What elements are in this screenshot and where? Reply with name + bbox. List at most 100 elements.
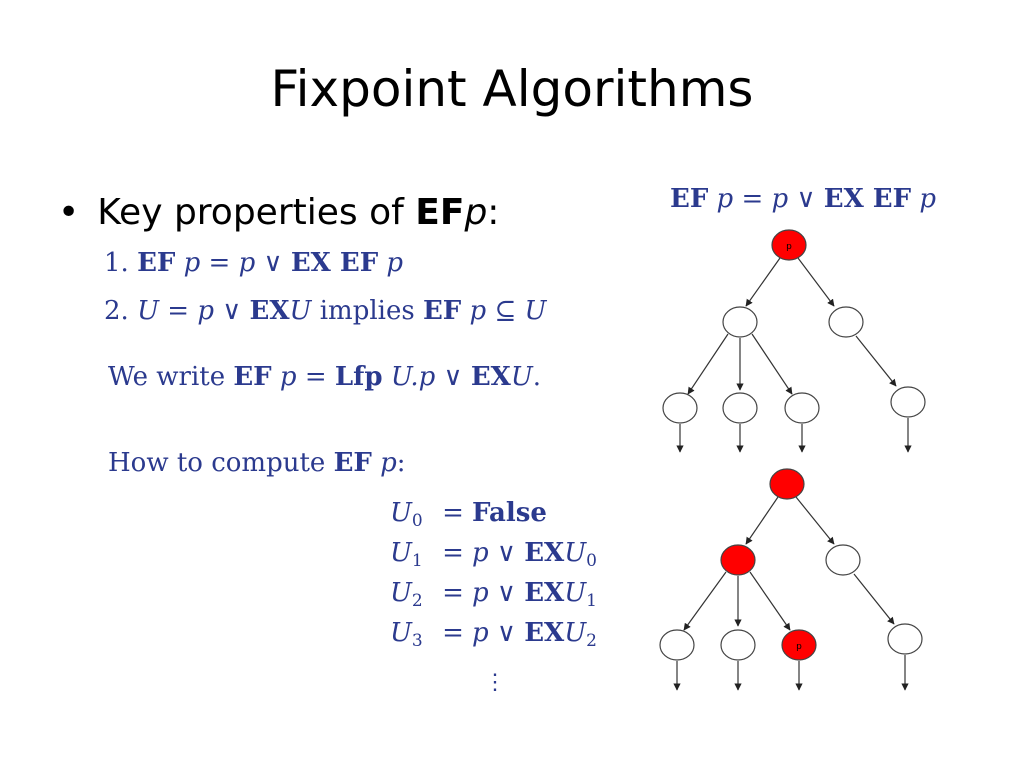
top-edge-r-rr (855, 335, 897, 387)
bullet-p: p (464, 192, 488, 233)
iteration-u1-p: p (472, 538, 489, 568)
iteration-u3-p: p (472, 618, 489, 648)
we-write-u2: U (510, 362, 533, 392)
bottom-edge-root-left (745, 496, 779, 545)
bottom-left-node (720, 544, 756, 576)
property-1-p2: p (238, 248, 256, 278)
iteration-u3-eq: = (442, 618, 464, 648)
diagram-heading-p3: p (919, 184, 936, 214)
how-to-ef: EF (333, 448, 372, 478)
property-1-eq: = (208, 248, 231, 278)
we-write-line: We write EF p = Lfp U.p ∨ EXU. (108, 362, 541, 392)
property-2-p2: p (469, 296, 487, 326)
iteration-u3-ex: EX (524, 618, 565, 648)
iteration-u2-idx: 2 (411, 591, 423, 611)
top-edge-l-ll (687, 333, 729, 395)
bullet-colon: : (487, 192, 500, 233)
property-2-u2: U (289, 296, 312, 326)
top-root-label: p (786, 242, 792, 252)
top-edge-root-right (797, 257, 835, 307)
iteration-u2-sym: U (390, 578, 412, 608)
we-write-ex: EX (470, 362, 511, 392)
how-to-suffix: : (396, 448, 406, 478)
we-write-p: p (279, 362, 297, 392)
vdots: ⋮ (484, 670, 506, 695)
bottom-leaf-2 (720, 629, 756, 661)
bottom-right-node (825, 544, 861, 576)
top-edge-root-left (745, 257, 781, 307)
diagram-heading: EF p = p ∨ EX EF p (670, 184, 936, 214)
bottom-leaf-label: p (796, 642, 802, 652)
property-2-number: 2. (104, 296, 129, 326)
how-to-compute-line: How to compute EF p: (108, 448, 406, 478)
iteration-u1-idx: 1 (411, 551, 423, 571)
top-leaf-3 (784, 392, 820, 424)
property-1: 1. EF p = p ∨ EX EF p (104, 248, 403, 278)
iteration-u2-u: U (564, 578, 587, 608)
iteration-u2-uidx: 1 (586, 591, 597, 611)
property-1-p3: p (386, 248, 404, 278)
bottom-tree (673, 496, 909, 691)
bullet-key-properties: •Key properties of EFp: (58, 192, 499, 233)
property-1-ef: EF (137, 248, 176, 278)
iteration-u3: U3=p ∨ EXU2 (390, 618, 597, 651)
bottom-root-node (769, 468, 805, 500)
iteration-u0-eq: = (442, 498, 464, 528)
how-to-p: p (380, 448, 397, 478)
bullet-dot: • (58, 192, 80, 233)
property-2-u3: U (524, 296, 547, 326)
bottom-leaf-3 (781, 629, 817, 661)
we-write-dotp: .p (410, 362, 436, 392)
we-write-or: ∨ (443, 362, 463, 392)
iteration-u1-or: ∨ (496, 538, 516, 568)
property-2-implies: implies (319, 296, 415, 326)
top-tree (676, 257, 912, 453)
property-1-p: p (183, 248, 201, 278)
iteration-u2-ex: EX (524, 578, 565, 608)
diagram-heading-or: ∨ (796, 184, 816, 214)
how-to-prefix: How to compute (108, 448, 334, 478)
iteration-u1: U1=p ∨ EXU0 (390, 538, 597, 571)
bottom-leaf-1 (659, 629, 695, 661)
we-write-end: . (532, 362, 542, 392)
top-tree-nodes (662, 229, 926, 424)
iteration-u0-false: False (472, 498, 547, 528)
bottom-edge-r-rr (853, 573, 895, 625)
iteration-u0: U0 = False (390, 498, 547, 531)
property-2-ex: EX (249, 296, 290, 326)
diagram-heading-ef: EF (670, 184, 709, 214)
diagram-heading-p2: p (771, 184, 789, 214)
diagram-heading-eq: = (741, 184, 764, 214)
top-edge-l-lr (751, 333, 793, 395)
top-root-node (771, 229, 807, 261)
bottom-tree-nodes (659, 468, 923, 661)
iteration-u1-eq: = (442, 538, 464, 568)
iteration-u3-u: U (564, 618, 587, 648)
iteration-u3-sym: U (390, 618, 412, 648)
property-2-p: p (197, 296, 214, 326)
iteration-u0-idx: 0 (411, 511, 423, 531)
iteration-u2: U2=p ∨ EXU1 (390, 578, 597, 611)
iteration-u0-sym: U (390, 498, 412, 528)
we-write-ef: EF (233, 362, 272, 392)
bullet-text: Key properties of (97, 192, 416, 233)
we-write-u: U (390, 362, 411, 392)
iteration-u3-uidx: 2 (586, 631, 597, 651)
slide-title: Fixpoint Algorithms (270, 60, 754, 118)
property-1-number: 1. (104, 248, 129, 278)
property-2-ef: EF (422, 296, 462, 326)
iteration-u2-p: p (472, 578, 489, 608)
we-write-lfp: Lfp (334, 362, 383, 392)
bottom-edge-root-right (795, 496, 835, 545)
top-leaf-1 (662, 392, 698, 424)
iteration-u1-sym: U (390, 538, 412, 568)
property-2: 2. U = p ∨ EXU implies EF p ⊆ U (104, 296, 546, 326)
bottom-edge-l-ll (683, 571, 727, 631)
bottom-leaf-4 (887, 623, 923, 655)
top-leaf-2 (722, 392, 758, 424)
property-2-u: U (137, 296, 159, 326)
we-write-prefix: We write (108, 362, 234, 392)
property-2-subset: ⊆ (494, 296, 517, 326)
top-left-node (722, 306, 758, 338)
iteration-u1-u: U (564, 538, 587, 568)
